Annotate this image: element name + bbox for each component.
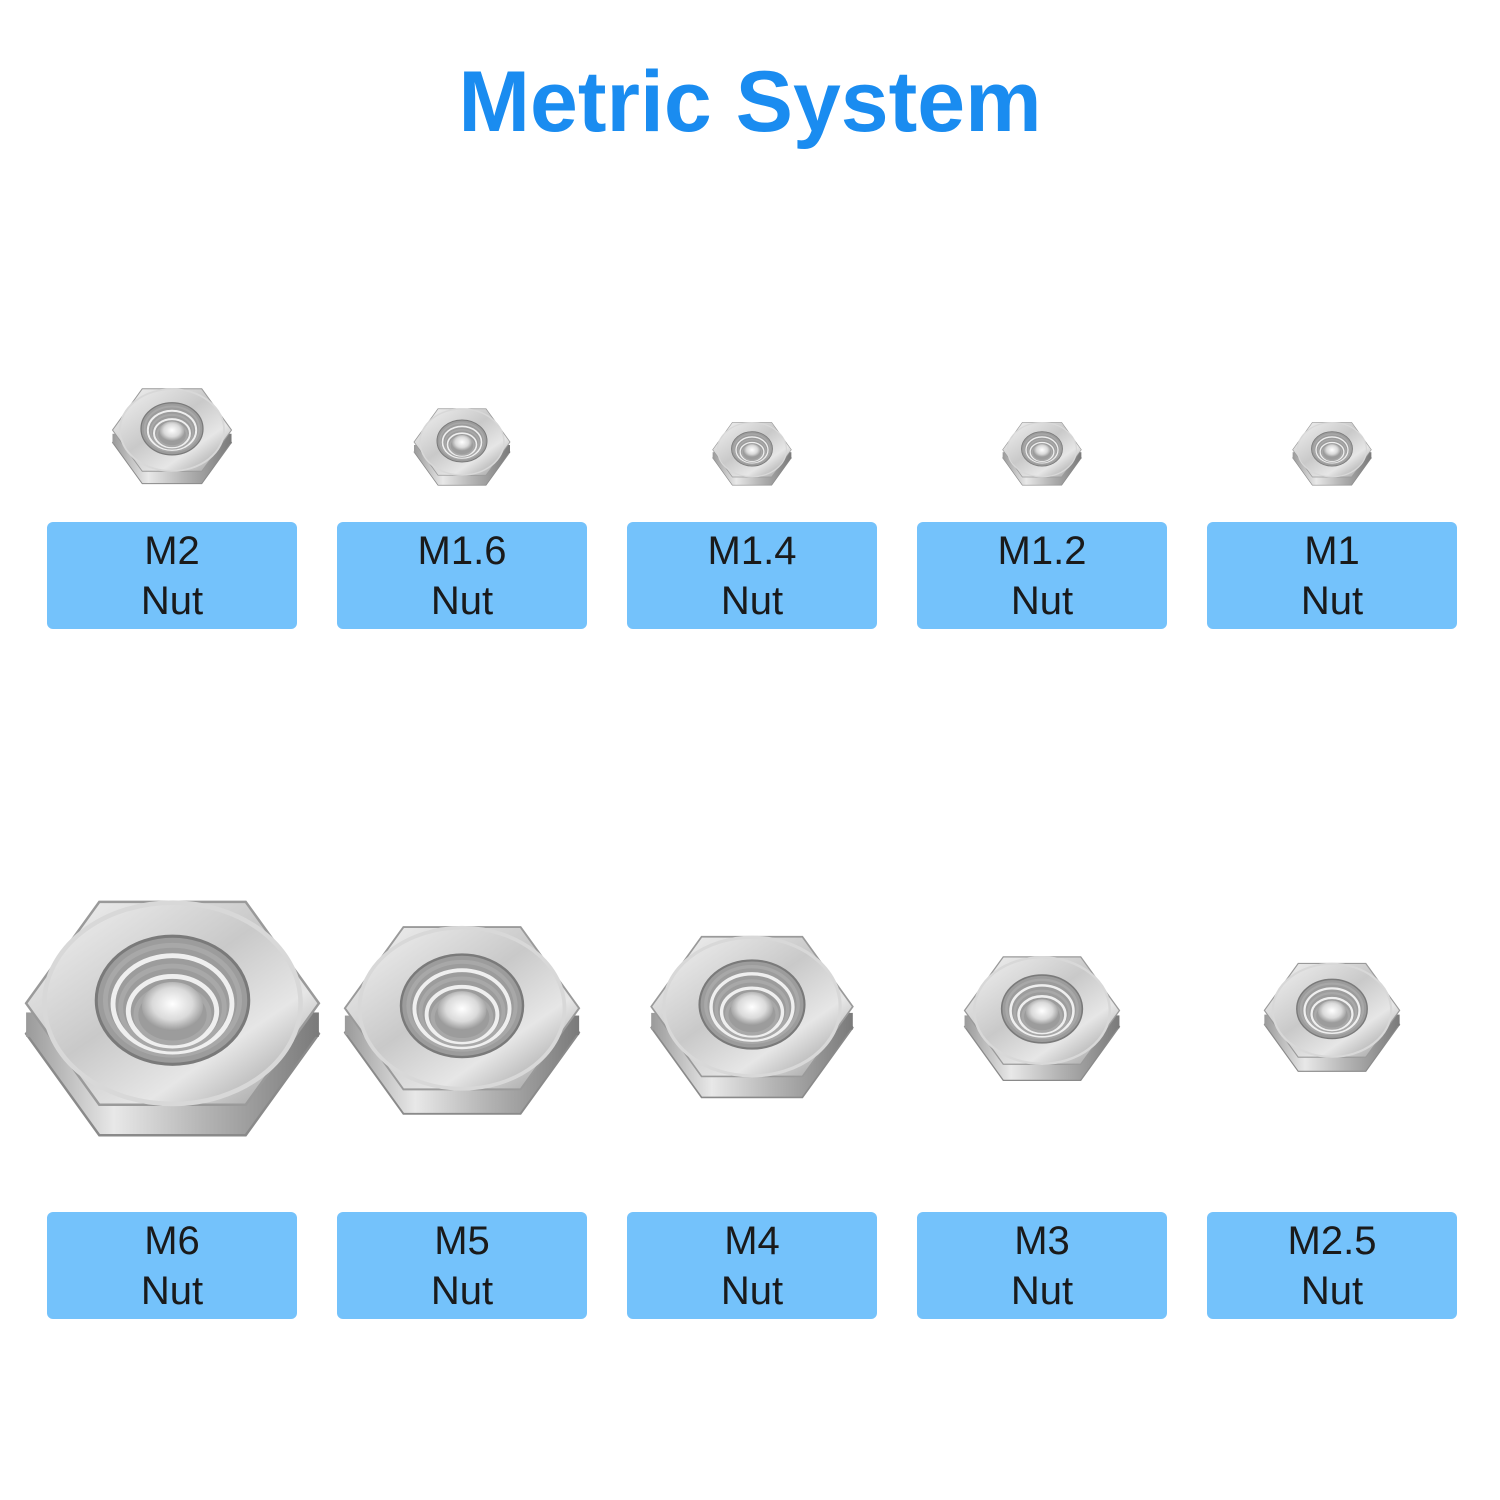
nut-size: M5 bbox=[434, 1218, 490, 1263]
nut-card: M6 Nut bbox=[20, 860, 325, 1330]
nut-size: M1.4 bbox=[707, 528, 797, 573]
nut-label: M5 Nut bbox=[337, 1212, 587, 1319]
nut-card: M4 Nut bbox=[627, 860, 877, 1330]
nut-size: M4 bbox=[724, 1218, 780, 1263]
nut-size: M1.2 bbox=[997, 528, 1087, 573]
hex-nut-icon bbox=[1207, 365, 1457, 490]
hex-nut-icon bbox=[627, 365, 877, 490]
hex-nut-icon bbox=[917, 946, 1167, 1088]
nut-label: M6 Nut bbox=[47, 1212, 297, 1319]
nut-card: M1.2 Nut bbox=[917, 350, 1167, 820]
nut-card: M2.5 Nut bbox=[1207, 860, 1457, 1330]
nut-kind: Nut bbox=[1010, 578, 1074, 623]
nut-kind: Nut bbox=[140, 578, 204, 623]
nut-row-small: M2 Nut M1.6 Nut M1.4 Nut M1.2 Nut M1 Nut bbox=[0, 350, 1500, 910]
nut-label: M1.6 Nut bbox=[337, 522, 587, 629]
hex-nut-icon bbox=[337, 908, 587, 1126]
page-title: Metric System bbox=[458, 54, 1042, 150]
nut-card: M3 Nut bbox=[917, 860, 1167, 1330]
nut-label: M2.5 Nut bbox=[1207, 1212, 1457, 1319]
nut-card: M1.6 Nut bbox=[337, 350, 587, 820]
nut-card: M1.4 Nut bbox=[627, 350, 877, 820]
hex-nut-icon bbox=[1207, 954, 1457, 1078]
nut-kind: Nut bbox=[720, 578, 784, 623]
nut-card: M1 Nut bbox=[1207, 350, 1457, 820]
nut-card: M2 Nut bbox=[47, 350, 297, 820]
hex-nut-icon bbox=[47, 365, 297, 490]
nut-label: M4 Nut bbox=[627, 1212, 877, 1319]
hex-nut-icon bbox=[917, 365, 1167, 490]
nut-row-large: M6 Nut M5 Nut M4 Nut M3 Nut M2.5 Nut bbox=[0, 860, 1500, 1420]
nut-kind: Nut bbox=[140, 1268, 204, 1313]
nut-size: M6 bbox=[144, 1218, 200, 1263]
nut-label: M1 Nut bbox=[1207, 522, 1457, 629]
nut-label: M1.4 Nut bbox=[627, 522, 877, 629]
nut-kind: Nut bbox=[720, 1268, 784, 1313]
nut-kind: Nut bbox=[430, 1268, 494, 1313]
nut-kind: Nut bbox=[430, 578, 494, 623]
nut-kind: Nut bbox=[1010, 1268, 1074, 1313]
nut-kind: Nut bbox=[1300, 1268, 1364, 1313]
hex-nut-icon bbox=[337, 365, 587, 490]
hex-nut-icon bbox=[627, 922, 877, 1108]
nut-size: M2 bbox=[144, 528, 200, 573]
nut-size: M1.6 bbox=[417, 528, 507, 573]
nut-label: M2 Nut bbox=[47, 522, 297, 629]
nut-size: M1 bbox=[1304, 528, 1360, 573]
nut-label: M3 Nut bbox=[917, 1212, 1167, 1319]
nut-kind: Nut bbox=[1300, 578, 1364, 623]
nut-card: M5 Nut bbox=[337, 860, 587, 1330]
hex-nut-icon bbox=[20, 878, 325, 1153]
nut-size: M3 bbox=[1014, 1218, 1070, 1263]
nut-label: M1.2 Nut bbox=[917, 522, 1167, 629]
nut-size: M2.5 bbox=[1287, 1218, 1377, 1263]
